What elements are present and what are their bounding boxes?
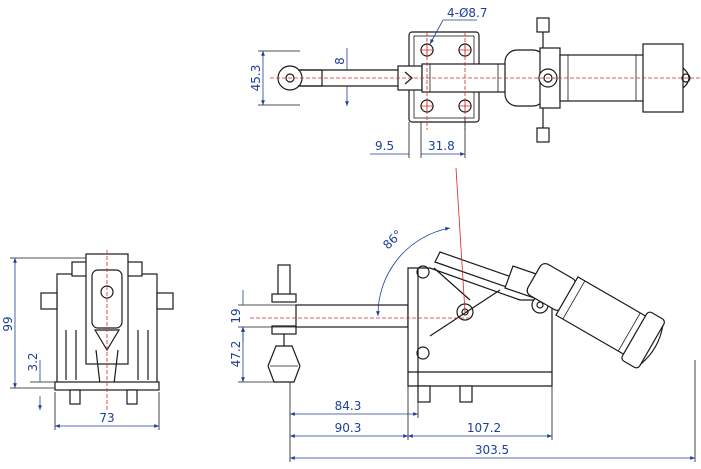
side-view-dimensions: 99 3.2 73 bbox=[1, 257, 160, 430]
angle-label: 86° bbox=[380, 227, 405, 252]
front-base-label: 107.2 bbox=[467, 421, 501, 435]
top-view-dimensions: 4-Ø8.7 45.3 8 9.5 31.8 bbox=[249, 6, 488, 158]
side-width-label: 73 bbox=[99, 411, 114, 425]
front-height-label: 47.2 bbox=[229, 341, 243, 368]
top-edge-label: 9.5 bbox=[375, 139, 394, 153]
front-total-label: 303.5 bbox=[475, 443, 509, 457]
front-reach1-label: 84.3 bbox=[335, 399, 362, 413]
side-base-label: 3.2 bbox=[26, 352, 40, 371]
top-view bbox=[270, 17, 700, 143]
front-reach2-label: 90.3 bbox=[335, 421, 362, 435]
front-view bbox=[250, 167, 665, 403]
hole-callout-label: 4-Ø8.7 bbox=[447, 6, 488, 20]
side-view bbox=[40, 250, 174, 410]
front-stroke-label: 19 bbox=[229, 308, 243, 323]
top-offset-label: 8 bbox=[333, 57, 347, 65]
top-width-label: 45.3 bbox=[249, 65, 263, 92]
top-pitch-label: 31.8 bbox=[428, 139, 455, 153]
side-height-label: 99 bbox=[1, 316, 15, 331]
